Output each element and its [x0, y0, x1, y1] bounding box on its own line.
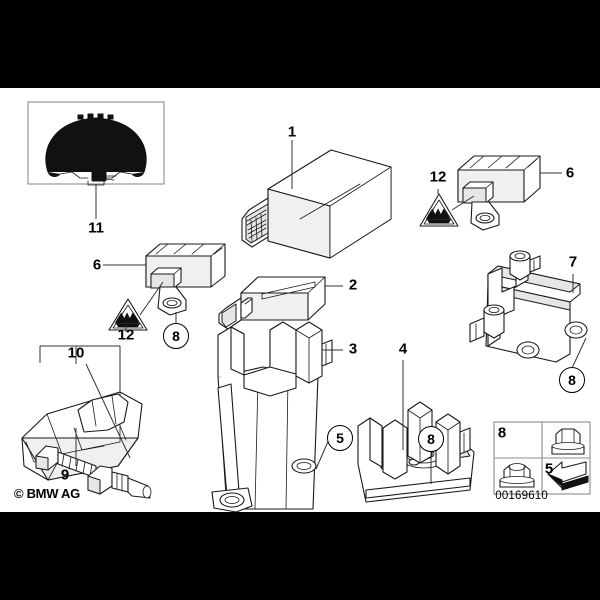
callout-6-right: 6: [565, 164, 575, 182]
callout-4: 4: [398, 340, 408, 358]
copyright-notice: © BMW AG: [14, 486, 80, 501]
callout-7: 7: [568, 253, 578, 271]
parts-diagram-illustration: .ln { fill:none; stroke:#1a1a1a; stroke-…: [21, 101, 591, 512]
callout-6-left: 6: [92, 256, 102, 274]
wiring-harness-box: [27, 101, 165, 219]
control-unit-module: [241, 140, 392, 259]
callout-8-left: 8: [163, 323, 189, 349]
diagram-number: 00169610: [495, 490, 548, 502]
callout-12-right: 12: [429, 168, 447, 186]
wiring-harness-icon: [45, 113, 147, 186]
valve-stem: [87, 465, 152, 499]
arrow-icon: [547, 461, 589, 491]
callout-11: 11: [88, 219, 104, 237]
callout-12-left: 12: [117, 326, 135, 344]
callout-2: 2: [348, 276, 358, 294]
callout-9: 9: [60, 466, 70, 484]
callout-8-bracket: 8: [559, 367, 585, 393]
bracket-right: [357, 360, 475, 503]
cap-nut-icon: [551, 428, 585, 455]
callout-5-circle: 5: [327, 425, 353, 451]
initiator-antenna: [218, 276, 343, 330]
esd-warning-label-right: [419, 189, 459, 227]
flange-nut-icon: [499, 463, 535, 488]
sensor-module-right: [451, 155, 562, 231]
sensor-kit: [21, 345, 152, 499]
callout-3: 3: [348, 340, 358, 358]
callout-1: 1: [287, 123, 297, 141]
mounting-bracket: [469, 250, 588, 369]
sensor-module-left: [103, 243, 226, 324]
callout-8-bracket-right: 8: [418, 426, 444, 452]
callout-10: 10: [67, 344, 85, 362]
inset-label-8: 8: [497, 424, 507, 442]
inset-label-5: 5: [544, 460, 554, 478]
esd-warning-label-left: [108, 298, 148, 332]
bracket-left: [211, 321, 343, 512]
fixing-screw: [35, 445, 97, 479]
parts-diagram-sheet: .ln { fill:none; stroke:#1a1a1a; stroke-…: [0, 88, 600, 512]
inset-panel-group: [493, 421, 591, 495]
